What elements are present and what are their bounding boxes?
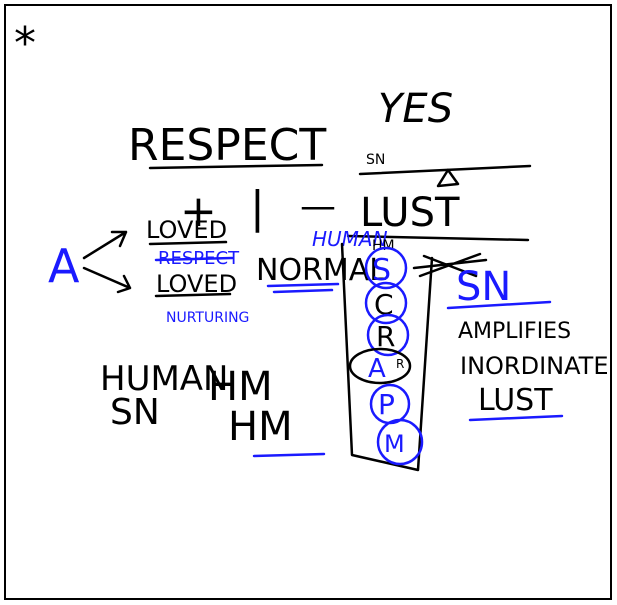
minus-sign: — [300, 186, 336, 227]
col-s-letter: S [372, 253, 391, 288]
a-blue-letter: A [48, 239, 80, 293]
nurturing-label: NURTURING [166, 310, 249, 326]
human-label: HUMAN [100, 359, 228, 399]
lust-2-underline [468, 414, 564, 422]
sn-underline [358, 164, 532, 176]
sn-blue-underline [446, 300, 552, 310]
amplifies-label: AMPLIFIES [458, 319, 571, 344]
hm-label-2: HM [228, 404, 293, 450]
c-circle [364, 281, 408, 325]
col-a-letter: A [368, 354, 386, 384]
column-outline [340, 242, 434, 472]
col-r-letter: R [376, 320, 395, 353]
inordinate-label: INORDINATE [460, 352, 609, 380]
lust-label-2: LUST [478, 383, 553, 418]
lust-label: LUST [360, 190, 460, 236]
sn-label: SN [110, 392, 160, 433]
loved-underline-2 [154, 292, 232, 298]
human-blue-label: HUMAN [312, 227, 388, 251]
m-circle [376, 418, 424, 466]
r-circle [366, 313, 410, 357]
yes-label: YES [378, 86, 453, 132]
s-circle [364, 246, 408, 290]
sn-small-label: SN [366, 152, 385, 168]
col-p-letter: P [378, 388, 395, 421]
sn-blue-label: SN [456, 264, 511, 310]
normal-underline-1 [266, 282, 340, 288]
respect-underline [148, 163, 324, 170]
respect-strike [154, 256, 234, 262]
bar-sign: | [250, 182, 265, 233]
col-a-sup: R [396, 357, 404, 371]
delta-triangle [436, 168, 460, 188]
arrow-down [82, 266, 132, 294]
respect-label: RESPECT [128, 120, 326, 171]
lust-underline [346, 234, 530, 242]
col-m-letter: M [384, 430, 405, 458]
normal-underline-2 [272, 288, 334, 294]
loved-label-1: LOVED [146, 216, 227, 244]
plus-sign: + [180, 186, 217, 237]
asterisk-mark: * [14, 18, 36, 69]
whiteboard-canvas [4, 4, 612, 600]
loved-underline-1 [148, 240, 228, 246]
hm-underline [252, 452, 326, 458]
normal-label: NORMAL [256, 253, 386, 288]
arrow-up [82, 230, 128, 260]
hm-label-1: HM [208, 364, 273, 410]
a-ellipse [348, 347, 412, 385]
col-c-letter: C [374, 288, 394, 321]
